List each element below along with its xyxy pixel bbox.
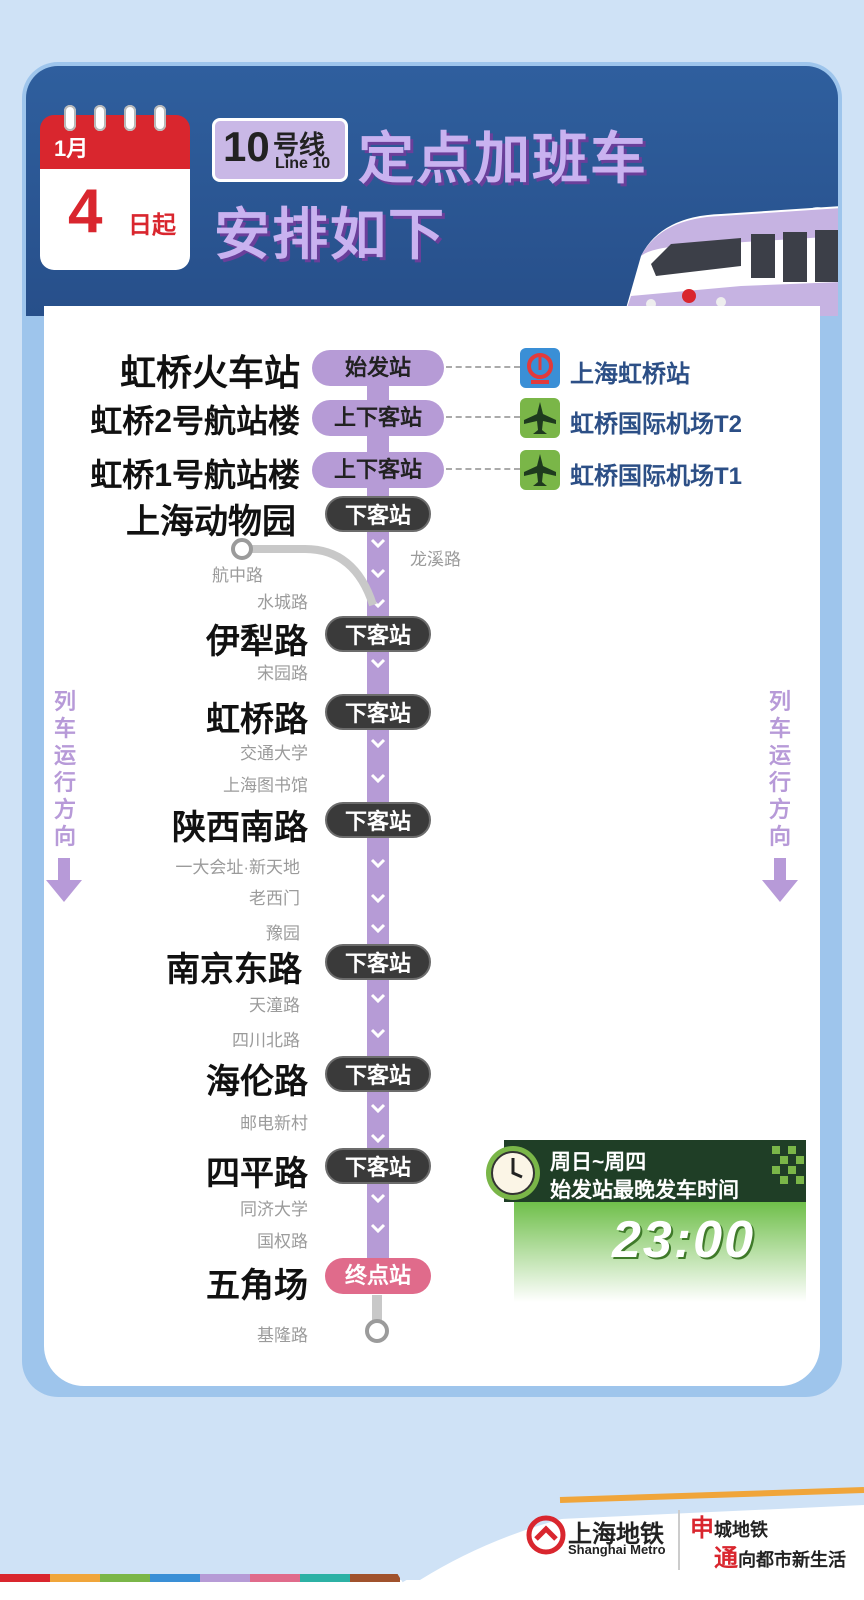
connection-label: 虹桥国际机场T1 (570, 463, 743, 490)
intermediate-station: 宋园路 (257, 664, 308, 683)
airplane-icon (520, 398, 560, 438)
station-hongqiao-rd: 虹桥路 (206, 701, 308, 739)
title-line2: 安排如下 (214, 203, 446, 266)
train-illustration (623, 206, 838, 316)
direction-label-left: 列 车 运 行 方 向 (53, 689, 76, 849)
intermediate-station: 同济大学 (240, 1200, 308, 1219)
station-tag: 下客站 (325, 1148, 431, 1184)
clock-icon (486, 1146, 540, 1200)
schedule-days: 周日~周四 (550, 1151, 647, 1174)
direction-label-right: 列 车 运 行 方 向 (768, 689, 791, 849)
station-tag: 下客站 (325, 496, 431, 532)
schedule-label: 始发站最晚发车时间 (550, 1179, 739, 1202)
station-tag: 始发站 (312, 350, 444, 386)
terminal-tag: 终点站 (325, 1258, 431, 1294)
airplane-icon (520, 450, 560, 490)
station-hongqiao-t2: 虹桥2号航站楼 (90, 403, 300, 439)
station-hailun-rd: 海伦路 (206, 1063, 308, 1101)
station-tag: 下客站 (325, 802, 431, 838)
intermediate-station: 老西门 (249, 889, 300, 908)
down-arrow-icon (46, 858, 82, 902)
metro-brand-cn: 上海地铁 (568, 1521, 664, 1548)
station-shanghai-zoo: 上海动物园 (126, 503, 296, 541)
slogan-line1: 申城地铁 (690, 1516, 768, 1542)
intermediate-station: 航中路 (212, 566, 263, 585)
line-english: Line 10 (275, 155, 331, 172)
station-wujiaochang: 五角场 (206, 1267, 308, 1305)
station-shaanxi-south-rd: 陕西南路 (172, 809, 308, 847)
intermediate-station: 国权路 (257, 1232, 308, 1251)
calendar-suffix: 日起 (128, 212, 176, 239)
station-tag: 下客站 (325, 694, 431, 730)
intermediate-station: 豫园 (266, 924, 300, 943)
footer-stripe (0, 1487, 864, 1600)
connection-label: 虹桥国际机场T2 (570, 411, 743, 438)
down-arrow-icon (762, 858, 798, 902)
calendar-icon: 1月 4 日起 (40, 105, 190, 270)
station-tag: 下客站 (325, 616, 431, 652)
intermediate-station: 基隆路 (257, 1326, 308, 1345)
direction-chevrons (370, 538, 386, 1234)
intermediate-station: 邮电新村 (240, 1114, 308, 1133)
station-tag: 上下客站 (312, 452, 444, 488)
station-nanjing-east-rd: 南京东路 (166, 951, 302, 989)
schedule-box: 周日~周四 始发站最晚发车时间 23:00 (484, 1140, 806, 1302)
slogan-line2: 通向都市新生活 (714, 1546, 846, 1572)
pixel-pattern (772, 1146, 804, 1184)
branch-line (231, 538, 377, 607)
line-badge: 10 号线 Line 10 (212, 118, 348, 182)
station-tag: 下客站 (325, 944, 431, 980)
last-departure-time: 23:00 (612, 1211, 755, 1269)
connection-label: 上海虹桥站 (570, 361, 690, 388)
intermediate-station: 龙溪路 (410, 550, 461, 569)
intermediate-station: 一大会址·新天地 (175, 858, 300, 877)
station-tag: 下客站 (325, 1056, 431, 1092)
terminus-circle (365, 1319, 389, 1343)
intermediate-station: 水城路 (257, 593, 308, 612)
intermediate-station: 交通大学 (240, 744, 308, 763)
calendar-day: 4 (68, 177, 103, 246)
intermediate-station: 天潼路 (249, 996, 300, 1015)
line-hao: 号线 (273, 130, 326, 160)
station-tag: 上下客站 (312, 400, 444, 436)
station-hongqiao-t1: 虹桥1号航站楼 (90, 457, 300, 493)
shanghai-metro-logo (526, 1515, 566, 1555)
station-siping-rd: 四平路 (206, 1155, 308, 1193)
calendar-month: 1月 (54, 136, 89, 161)
metro-brand-en: Shanghai Metro (568, 1542, 666, 1557)
railway-icon (520, 348, 560, 388)
station-yili-rd: 伊犁路 (206, 623, 308, 661)
line-number: 10 (223, 123, 270, 170)
intermediate-station: 四川北路 (232, 1031, 300, 1050)
title-line1: 定点加班车 (358, 127, 648, 190)
station-hongqiao-railway: 虹桥火车站 (119, 352, 300, 393)
intermediate-station: 上海图书馆 (223, 776, 308, 795)
